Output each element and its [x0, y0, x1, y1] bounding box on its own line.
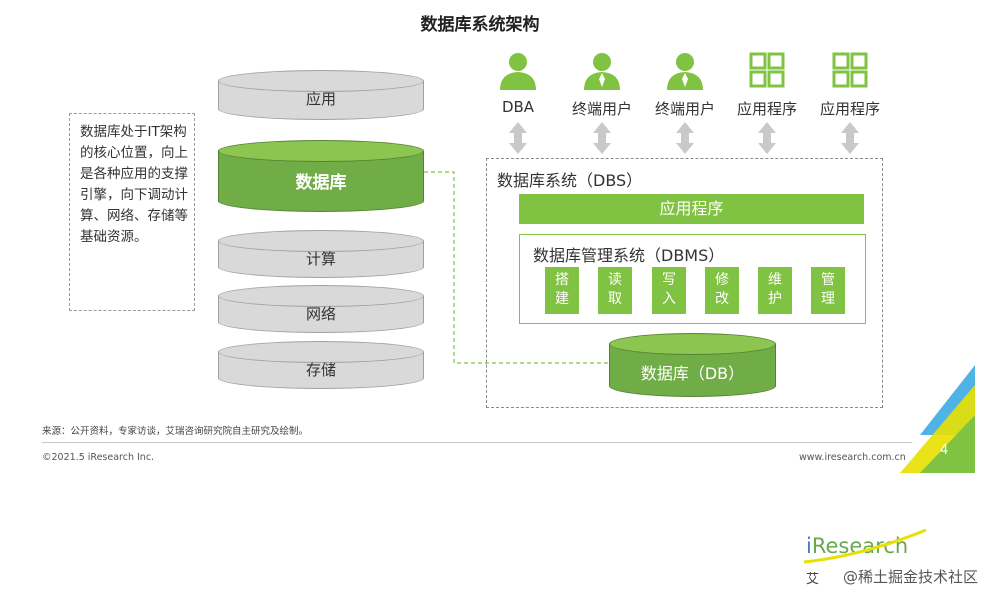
person-icon: [584, 53, 620, 90]
stack-storage: 存储: [218, 341, 424, 389]
stack-storage-label: 存储: [305, 361, 336, 379]
watermark-prefix: 艾: [806, 572, 820, 587]
actor-end-user-1: 终端用户: [562, 52, 642, 119]
double-arrow-icon: [509, 122, 527, 154]
actor-dba: DBA: [478, 52, 558, 116]
op-read: 读取: [598, 267, 632, 314]
app-grid-icon: [749, 52, 785, 88]
app-grid-icon: [832, 52, 868, 88]
stack-network-label: 网络: [305, 305, 336, 323]
actor-label: 应用程序: [736, 100, 797, 118]
actor-application-1: 应用程序: [727, 52, 807, 119]
actor-label: DBA: [501, 98, 535, 116]
dbs-title: 数据库系统（DBS）: [497, 171, 643, 190]
source-note: 来源：公开资料，专家访谈，艾瑞咨询研究院自主研究及绘制。: [42, 426, 309, 437]
stack-network: 网络: [218, 285, 424, 333]
website: www.iresearch.com.cn: [799, 452, 906, 463]
dbms-container: [519, 234, 866, 324]
double-arrow-icon: [758, 122, 776, 154]
op-maintain: 维护: [758, 267, 792, 314]
dbms-title: 数据库管理系统（DBMS）: [533, 246, 725, 265]
description-box: 数据库处于IT架构的核心位置，向上是各种应用的支撑引擎，向下调动计算、网络、存储…: [69, 113, 195, 311]
person-icon: [500, 53, 536, 90]
page-number: 4: [940, 443, 949, 458]
stack-database-label: 数据库: [295, 173, 347, 193]
dbs-container: [486, 158, 883, 408]
op-manage: 管理: [811, 267, 845, 314]
db-label: 数据库（DB）: [640, 364, 745, 383]
person-icon: [667, 53, 703, 90]
stack-compute-label: 计算: [305, 250, 336, 268]
stack-app-label: 应用: [305, 90, 336, 108]
actor-application-2: 应用程序: [810, 52, 890, 119]
dbs-app-bar: 应用程序: [519, 194, 864, 224]
op-modify: 修改: [705, 267, 739, 314]
double-arrow-icon: [676, 122, 694, 154]
double-arrow-icon: [593, 122, 611, 154]
actor-end-user-2: 终端用户: [645, 52, 725, 119]
watermark-text: @稀土掘金技术社区: [843, 568, 979, 586]
copyright: ©2021.5 iResearch Inc.: [42, 452, 155, 463]
brand-logo: iResearch: [806, 534, 909, 558]
footer-divider: [42, 442, 912, 443]
actor-label: 应用程序: [819, 100, 880, 118]
op-build: 搭建: [545, 267, 579, 314]
actor-label: 终端用户: [571, 100, 632, 118]
double-arrow-icon: [841, 122, 859, 154]
connector-line: [424, 171, 610, 364]
stack-compute: 计算: [218, 230, 424, 278]
op-write: 写入: [652, 267, 686, 314]
stack-app: 应用: [218, 70, 424, 120]
db-cylinder: 数据库（DB）: [609, 333, 776, 397]
brand-swoosh: [803, 528, 927, 564]
page-title: 数据库系统架构: [420, 15, 540, 35]
actor-label: 终端用户: [654, 100, 715, 118]
corner-accent: [900, 365, 975, 473]
stack-database: 数据库: [218, 140, 424, 212]
arrows-row: [509, 122, 859, 154]
